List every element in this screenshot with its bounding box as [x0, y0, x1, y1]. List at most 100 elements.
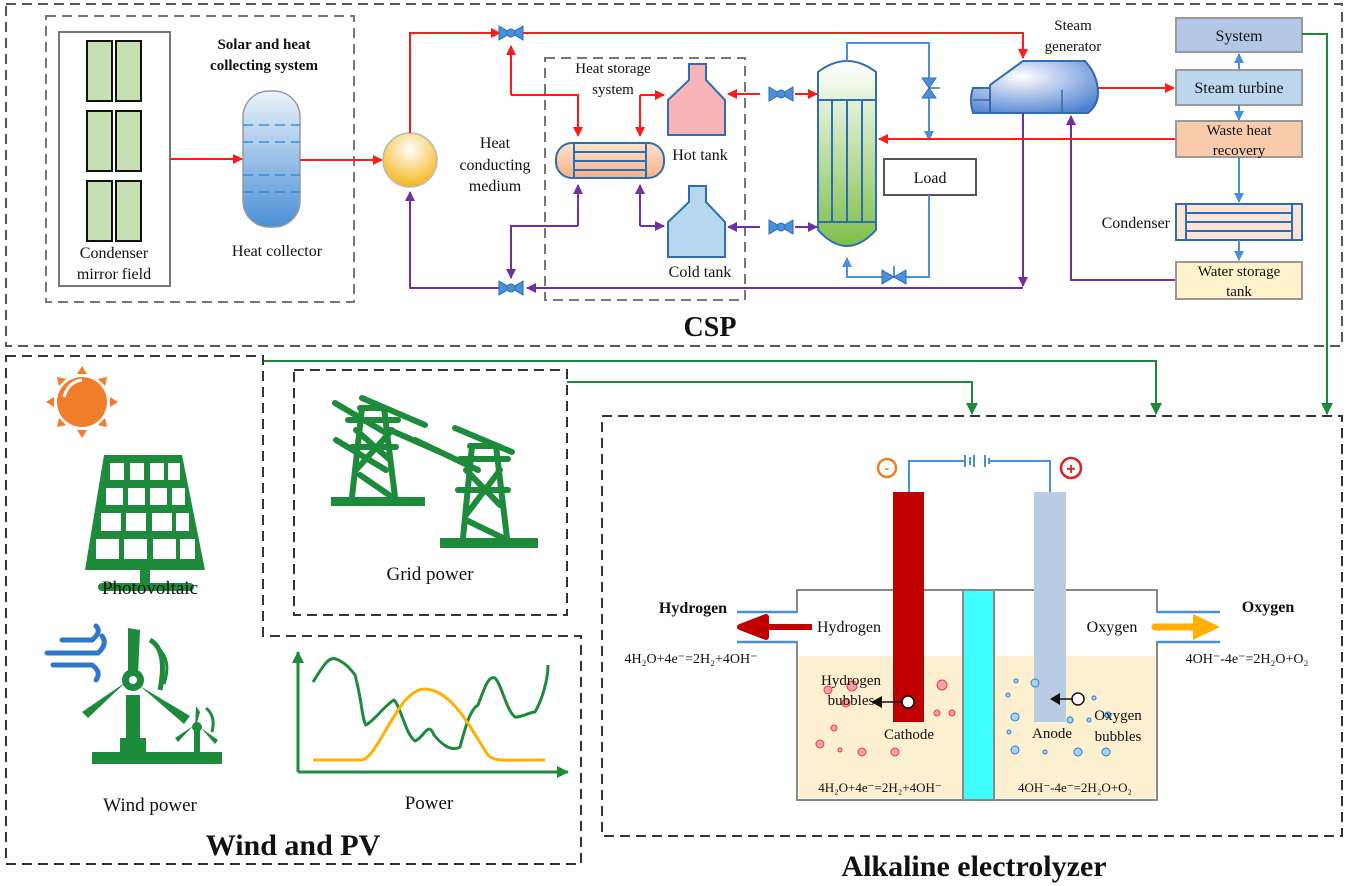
- circuit-wire-right: [989, 460, 1051, 492]
- oxygen-inner-label: Oxygen: [1087, 619, 1138, 636]
- electrolyzer-title: Alkaline electrolyzer: [841, 850, 1106, 883]
- cathode-reaction-inner: 4H₂O+4e⁻=2H₂+4OH⁻: [818, 780, 942, 795]
- heat-medium-label-3: medium: [469, 178, 522, 195]
- valve-load-bottom: [881, 266, 907, 285]
- flow-to-steam-generator: [522, 32, 1028, 59]
- transmission-tower-icon: [331, 395, 538, 548]
- valve-top: [498, 25, 524, 41]
- negative-sign: -: [885, 460, 890, 476]
- system-label: System: [1215, 28, 1263, 45]
- solar-system-title-1: Solar and heat: [217, 37, 310, 53]
- wind-pv-region-border: [5, 355, 582, 865]
- negative-terminal-icon: [876, 457, 898, 479]
- load-label: Load: [914, 170, 947, 187]
- battery-icon: [964, 455, 990, 467]
- cathode-electrode: [893, 492, 924, 722]
- o2-pointer-head: [1050, 693, 1060, 705]
- wind-gust-icon: [44, 623, 107, 683]
- power-chart-label: Power: [405, 793, 454, 814]
- hydrogen-bubbles-label-1: Hydrogen: [821, 673, 881, 689]
- flow-water-to-steam-gen: [1066, 115, 1175, 281]
- h2-pointer-head: [871, 696, 882, 708]
- valve-hot-tank: [768, 86, 794, 102]
- heat-exchanger: [555, 142, 665, 179]
- anode-reaction-inner: 4OH⁻-4e⁻=2H₂O+O₂: [1018, 780, 1132, 795]
- oxygen-bubbles-label-2: bubbles: [1095, 729, 1142, 745]
- water-storage-label-1: Water storage: [1198, 264, 1281, 280]
- waste-heat-label-2: recovery: [1213, 143, 1266, 159]
- solar-system-title-2: collecting system: [210, 58, 318, 74]
- sun-icon: [46, 366, 118, 438]
- oxygen-bubbles-label-1: Oxygen: [1094, 708, 1142, 724]
- power-chart: [292, 651, 569, 778]
- flow-mixer-up: [409, 28, 501, 133]
- steam-generator-label-1: Steam: [1054, 18, 1092, 34]
- wind-power-curve: [311, 657, 550, 751]
- grid-power-label: Grid power: [386, 564, 474, 585]
- hydrogen-inner-label: Hydrogen: [817, 619, 881, 636]
- steam-generator: [970, 60, 1100, 114]
- water-storage-label-2: tank: [1226, 284, 1252, 300]
- csp-region-border: [5, 3, 1343, 347]
- o2-pointer-tail: [1071, 692, 1085, 706]
- steam-generator-label-2: generator: [1045, 39, 1102, 55]
- valve-load-top: [921, 77, 940, 99]
- valve-cold-tank: [768, 219, 794, 235]
- positive-sign: +: [1066, 461, 1075, 478]
- hydrogen-out-arrow: [737, 614, 812, 640]
- pv-power-curve: [313, 687, 546, 762]
- circuit-wire-left: [908, 460, 964, 492]
- heat-collector-label: Heat collector: [232, 243, 323, 260]
- hydrogen-output-label: Hydrogen: [659, 600, 727, 617]
- wind-power-label: Wind power: [103, 795, 197, 816]
- anode-reaction-outer: 4OH⁻-4e⁻=2H₂O+O₂: [1186, 652, 1309, 667]
- heat-storage-title-1: Heat storage: [575, 61, 651, 77]
- flow-to-exchanger-1: [511, 94, 583, 137]
- heat-medium-mixer: [382, 132, 438, 188]
- power-link-csp: [1302, 33, 1333, 415]
- mirror-field: [58, 31, 171, 287]
- water-storage-box: [1175, 261, 1303, 300]
- heat-storage-border: [544, 57, 746, 301]
- power-link-wind-pv: [263, 360, 1162, 415]
- oxygen-bubbles-icon: [1005, 678, 1112, 757]
- steam-turbine-label: Steam turbine: [1194, 80, 1283, 97]
- photovoltaic-label: Photovoltaic: [102, 578, 198, 599]
- hot-tank: [667, 63, 726, 136]
- heat-collector: [242, 90, 301, 228]
- steam-turbine-box: [1175, 69, 1303, 106]
- csp-title: CSP: [684, 312, 737, 343]
- system-box: [1175, 17, 1303, 53]
- power-link-grid: [567, 381, 978, 415]
- oxygen-arrow-head: [1193, 614, 1220, 640]
- h2-pointer-tail: [901, 695, 915, 709]
- wind-turbine-icon: [82, 628, 222, 764]
- flow-cold-to-mixer: [405, 191, 499, 289]
- wind-pv-title: Wind and PV: [206, 829, 381, 862]
- oxygen-output-label: Oxygen: [1242, 599, 1295, 616]
- electrolyzer-region-border: [601, 415, 1343, 837]
- heat-medium-label-1: Heat: [480, 135, 511, 152]
- anode-electrode: [1034, 492, 1066, 722]
- hot-tank-label: Hot tank: [672, 147, 728, 164]
- mirror-field-label-1: Condenser: [80, 245, 149, 262]
- solar-panel-icon: [85, 455, 205, 591]
- grid-power-border: [293, 369, 568, 616]
- heat-transfer-column: [817, 60, 877, 247]
- cathode-reaction-outer: 4H₂O+4e⁻=2H₂+4OH⁻: [625, 652, 758, 667]
- membrane: [962, 589, 995, 801]
- positive-terminal-icon: [1059, 456, 1083, 480]
- cold-tank: [667, 185, 726, 258]
- heat-medium-label-2: conducting: [459, 157, 530, 174]
- cathode-label: Cathode: [884, 727, 934, 743]
- load-box: [883, 158, 977, 196]
- condenser: [1175, 203, 1303, 241]
- hydrogen-bubbles-icon: [815, 679, 956, 757]
- heat-storage-title-2: system: [592, 82, 634, 98]
- valve-bottom: [498, 280, 524, 296]
- flow-cold-to-valve: [506, 225, 578, 279]
- cold-tank-label: Cold tank: [669, 264, 732, 281]
- waste-heat-label-1: Waste heat: [1206, 123, 1272, 139]
- anode-label: Anode: [1032, 726, 1072, 742]
